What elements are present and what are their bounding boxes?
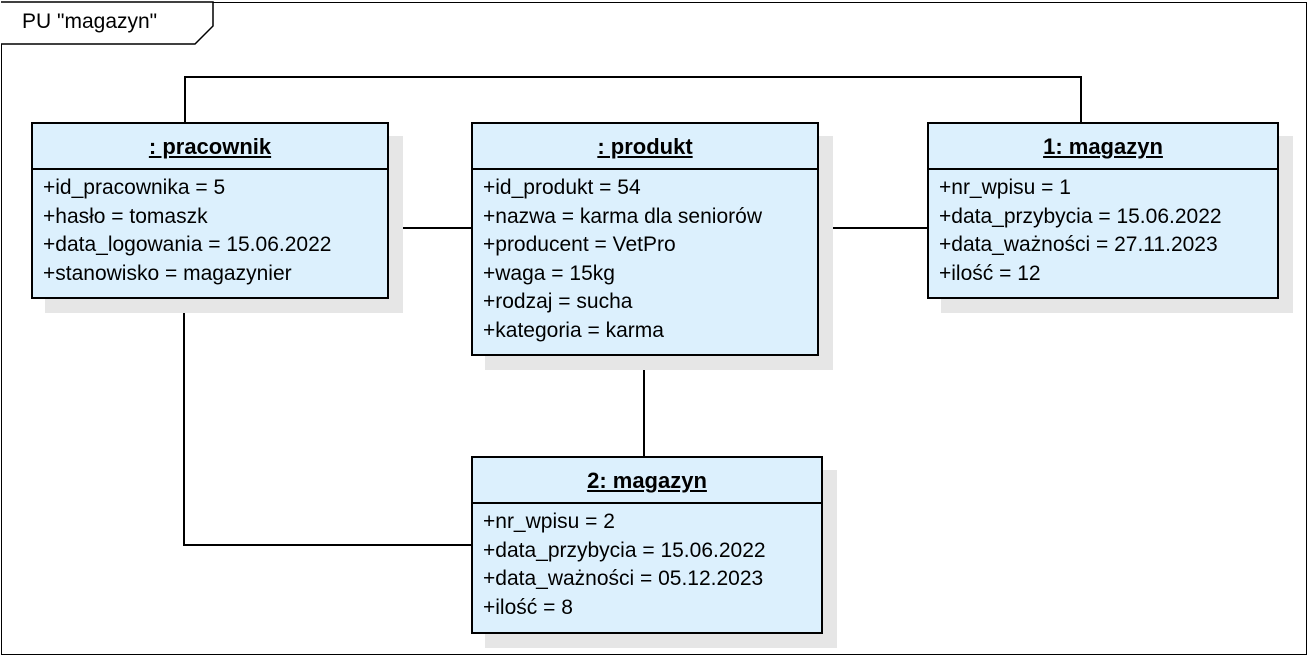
- attribute: +data_logowania = 15.06.2022: [43, 233, 332, 256]
- attribute: +data_ważności = 27.11.2023: [939, 233, 1218, 256]
- attribute: +data_ważności = 05.12.2023: [483, 567, 764, 590]
- object-magazyn-2: 2: magazyn +nr_wpisu = 2 +data_przybycia…: [471, 456, 823, 634]
- object-magazyn-2-title: 2: magazyn: [473, 458, 821, 504]
- link-pracownik-magazyn1: [184, 76, 1082, 124]
- frame-tab: [1, 1, 214, 45]
- attribute: +nazwa = karma dla seniorów: [483, 204, 762, 228]
- attribute: +rodzaj = sucha: [483, 290, 633, 313]
- attribute: +producent = VetPro: [483, 233, 676, 256]
- link-pracownik-magazyn2: [183, 298, 472, 546]
- object-produkt-title: : produkt: [473, 124, 817, 170]
- attribute: +id_pracownika = 5: [43, 176, 226, 199]
- object-pracownik: : pracownik +id_pracownika = 5 +hasło = …: [31, 122, 389, 299]
- object-pracownik-title: : pracownik: [33, 124, 387, 170]
- object-produkt: : produkt +id_produkt = 54 +nazwa = karm…: [471, 122, 819, 356]
- attribute: +nr_wpisu = 2: [483, 510, 615, 533]
- object-magazyn-1: 1: magazyn +nr_wpisu = 1 +data_przybycia…: [927, 122, 1279, 299]
- attribute: +waga = 15kg: [483, 261, 615, 285]
- attribute: +hasło = tomaszk: [43, 204, 208, 228]
- attribute: +id_produkt = 54: [483, 176, 641, 199]
- attribute: +kategoria = karma: [483, 318, 664, 342]
- attribute: +stanowisko = magazynier: [43, 261, 292, 285]
- attribute: +data_przybycia = 15.06.2022: [483, 538, 766, 562]
- object-magazyn-1-title: 1: magazyn: [929, 124, 1277, 170]
- attribute: +data_przybycia = 15.06.2022: [939, 204, 1222, 228]
- frame-label: PU "magazyn": [22, 10, 158, 33]
- attribute: +ilość = 8: [483, 595, 573, 619]
- attribute: +nr_wpisu = 1: [939, 176, 1071, 199]
- attribute: +ilość = 12: [939, 261, 1041, 285]
